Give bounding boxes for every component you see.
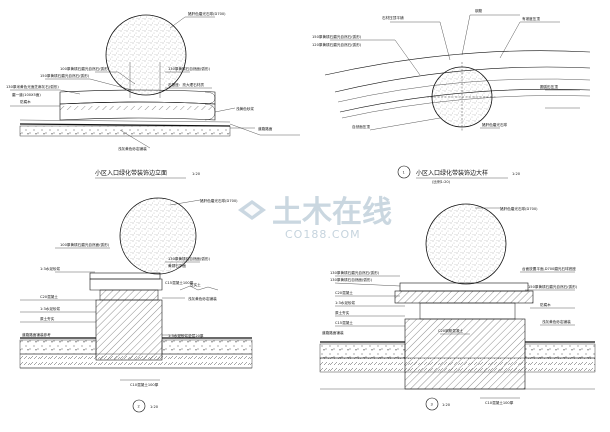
- detail-number: 1: [403, 171, 405, 175]
- plan-label-120: 120厚黄锈石磨光自然石(弧形): [312, 42, 362, 47]
- s3-label-c15: C15混凝土: [335, 320, 353, 325]
- s3-label-seat: 台面放置平面,D700磨光石球底座: [522, 266, 576, 271]
- s2-label-compact: 压实土: [190, 282, 201, 287]
- s3-label-130a: 130厚黄锈石磨光自然石(弧形): [330, 270, 380, 275]
- section-2: 猪肝色磨光石球(D700) 100厚黄锈石磨光自然面(弧形) 130厚黄锈石自然…: [19, 197, 253, 413]
- section3-concrete: [404, 318, 526, 390]
- s2-label-mortar2: 1:3水泥砂浆: [40, 306, 61, 311]
- plan-label-rebar: 钢筋: [475, 8, 483, 13]
- stone-ball: [105, 14, 187, 96]
- label-road: 道路路面: [258, 126, 273, 131]
- label-base: 石基座：亮大理石材质: [168, 82, 204, 87]
- s2-label-c15: C15混凝土100厚: [165, 280, 194, 285]
- label-stone-150: 150厚黄锈石磨光自然石(弧形): [40, 73, 90, 78]
- s2-label-c20: C20混凝土: [40, 294, 58, 299]
- s2-label-c10: C10混凝土100厚: [130, 382, 159, 387]
- s3-label-ball: 猪肝色磨光石球(D700): [500, 206, 538, 211]
- section3-leaders: [334, 207, 575, 399]
- s3-label-c20: C20混凝土: [335, 290, 353, 295]
- title-plan: 小区入口绿化带装饰边大样: [416, 169, 488, 177]
- section3-number: 3: [431, 403, 433, 407]
- label-edge-one: 磨一道(100X5面): [12, 92, 41, 97]
- watermark-text: 土木在线: [272, 195, 392, 230]
- label-stone-ball: 猪肝色磨光石球(D700): [188, 11, 226, 16]
- s2-label-mortar1: 1:3水泥砂浆: [40, 266, 61, 271]
- section2-scale: 1:20: [150, 405, 159, 409]
- section3-scale: 1:20: [442, 403, 451, 407]
- s3-label-mortar: 1:3水泥砂浆: [335, 300, 356, 305]
- plan-label-round: 圆弧形压顶: [540, 84, 558, 89]
- sub-plan: (比例1:20): [432, 179, 451, 184]
- s2-label-100: 100厚黄锈石磨光自然面(弧形): [60, 242, 110, 247]
- section2-stone-ball: [119, 197, 197, 275]
- section3-stone-ball: [425, 203, 507, 285]
- plan-leaders: [330, 14, 580, 131]
- leader-lines: [10, 16, 255, 149]
- label-paving: 浅灰黄色砂岩铺装: [118, 146, 147, 151]
- plan-label-ball: 猪肝色磨光石球: [482, 122, 508, 127]
- plan-label-150: 150厚黄锈石磨光自然石(弧形): [312, 34, 362, 39]
- plan-detail: 石材压顶平铺 150厚黄锈石磨光自然石(弧形) 120厚黄锈石磨光自然石(弧形)…: [312, 8, 591, 184]
- s3-label-150: 150厚黄锈石磨光自然石(弧形): [528, 284, 578, 289]
- s2-label-road: 道路路面铺装参考: [22, 332, 51, 337]
- detail-number-circle: [397, 165, 411, 179]
- s2-label-flat: 黄锈石平面: [168, 263, 186, 268]
- s3-label-soil: 原土夯实: [335, 310, 350, 315]
- s2-label-130: 130厚黄锈石自然面(弧形): [168, 256, 211, 261]
- s2-label-paving: 浅灰黄色砂岩铺装: [188, 296, 217, 301]
- label-stone-130: 130厚黄锈石自然面(弧形): [168, 66, 211, 71]
- plan-label-slope: 有坡度压顶: [522, 16, 540, 21]
- section2-number: 2: [138, 405, 140, 409]
- elevation-view: 猪肝色磨光石球(D700) 100厚黄锈石磨光自然石(弧形) 150厚黄锈石磨光…: [6, 11, 300, 179]
- label-mortar: 浅黄色砂浆: [236, 106, 254, 111]
- section2-number-circle: [132, 399, 146, 413]
- scale-plan: 1:20: [512, 172, 521, 176]
- section3-number-circle: [425, 397, 439, 411]
- s2-label-bed: 1:3水泥砂浆垫层20厚: [168, 333, 204, 338]
- base-band: [19, 125, 231, 137]
- s3-label-paving: 浅灰黄色砂岩铺装: [542, 319, 571, 324]
- scale-elevation: 1:20: [192, 172, 201, 176]
- s3-label-c10: C10混凝土100厚: [485, 400, 514, 405]
- section2-concrete: [95, 299, 163, 361]
- label-stone-100: 100厚黄锈石磨光自然石(弧形): [60, 66, 110, 71]
- label-wood: 防腐木: [20, 99, 31, 104]
- label-granite-130: 130厚米黄色光面芝麻灰石(弧形): [6, 84, 59, 89]
- watermark-logo-icon: [238, 200, 266, 220]
- s3-label-130b: 130厚黄锈石自然面(弧形): [330, 277, 373, 282]
- plan-label-top: 石材压顶平铺: [382, 15, 404, 20]
- s3-label-wood: 防腐木: [540, 302, 551, 307]
- s2-label-ball: 猪肝色磨光石球(D700): [200, 198, 238, 203]
- section2-leaders: [20, 199, 201, 381]
- s3-label-road: 道路路面铺装: [322, 330, 344, 335]
- s2-label-soil: 原土夯实: [40, 316, 55, 321]
- s3-label-c20r: C20钢筋混凝土: [438, 328, 463, 333]
- watermark: 土木在线 CO188.COM: [238, 195, 392, 241]
- section-3: 猪肝色磨光石球(D700) 130厚黄锈石磨光自然石(弧形) 130厚黄锈石自然…: [319, 203, 596, 411]
- plan-label-natural: 自然面压顶: [352, 124, 370, 129]
- watermark-url: CO188.COM: [285, 228, 361, 241]
- title-elevation: 小区入口绿化带装饰边立面: [95, 169, 167, 177]
